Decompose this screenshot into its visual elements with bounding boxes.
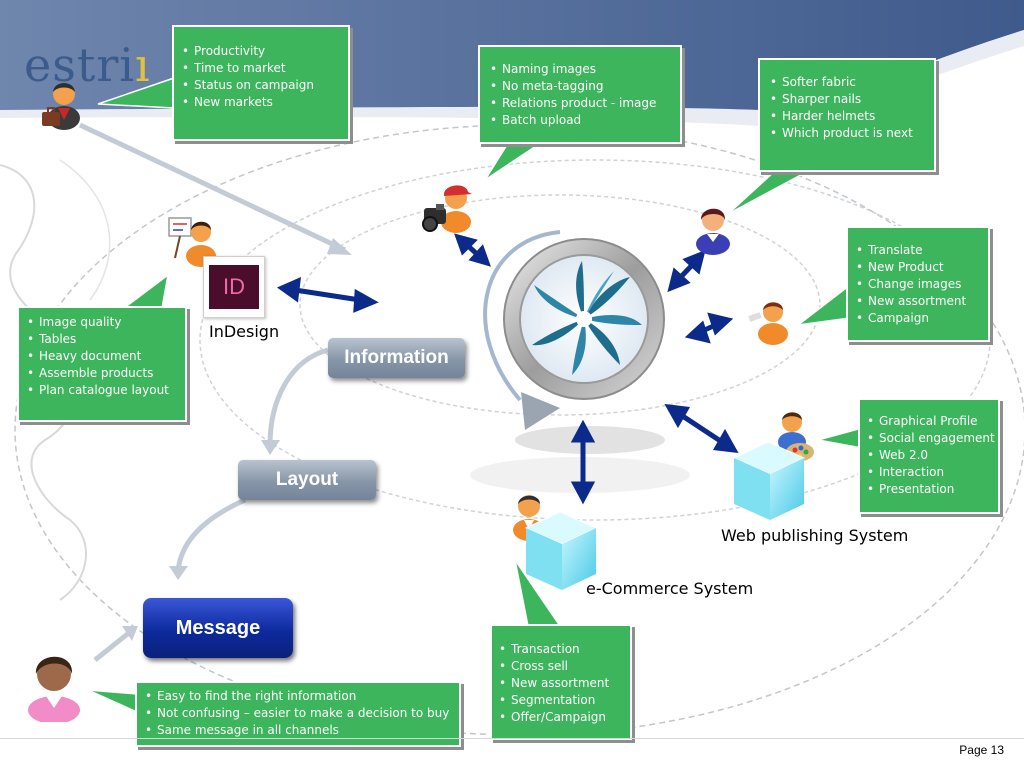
consumer-person-icon [28,656,80,722]
web-artist-callout-item: Interaction [867,464,994,481]
ecommerce-callout-item: New assortment [499,675,626,692]
designer-callout-item: Heavy document [27,348,179,365]
web-artist-callout-item: Social engagement [867,430,995,447]
photographer-callout-item: Batch upload [490,112,672,129]
designer-callout: Image quality Tables Heavy document Asse… [17,306,187,422]
web-publishing-cube-icon[interactable] [730,438,808,524]
message-label: Message [175,617,261,639]
photographer-callout: Naming images No meta-tagging Relations … [478,45,682,144]
web-hub-arrow [664,403,739,454]
layout-label: Layout [275,469,339,490]
ecommerce-callout-item: Cross sell [499,658,626,675]
web-publishing-label: Web publishing System [721,526,909,545]
photographer-callout-item: Naming images [490,61,672,78]
page-number: Page 13 [959,743,1004,757]
photographer-person-icon [422,185,472,233]
product-manager-callout-item: Softer fabric [770,74,926,91]
consumer-callout-item: Not confusing – easier to make a decisio… [145,705,453,722]
translator-callout-item: Change images [856,276,982,293]
photographer-callout-item: No meta-tagging [490,78,672,95]
product-manager-hub-arrow [667,249,706,293]
consumer-callout-item: Easy to find the right information [145,688,453,705]
central-hub-icon[interactable] [500,235,668,403]
translator-callout-item: New Product [856,259,982,276]
translator-person-icon [748,302,788,345]
information-button[interactable]: Information [328,338,465,378]
translator-callout-item: Translate [856,242,982,259]
indesign-hub-arrow [276,276,379,313]
product-manager-callout-item: Which product is next [770,125,926,142]
middle-ellipse [199,159,991,521]
web-artist-callout-item: Graphical Profile [867,413,994,430]
brand-logo-accent: ı [135,38,151,92]
photographer-callout-item: Relations product - image [490,95,672,112]
manager-callout-item: Time to market [182,60,340,77]
web-artist-callout-item: Web 2.0 [867,447,994,464]
translator-callout-item: New assortment [856,293,982,310]
message-button[interactable]: Message [143,598,293,658]
indesign-label: InDesign [209,322,280,341]
product-manager-person-icon [696,208,730,255]
designer-callout-item: Image quality [27,314,179,331]
product-manager-callout-item: Sharper nails [770,91,926,108]
designer-callout-item: Plan catalogue layout [27,382,179,399]
indesign-icon[interactable]: ID [203,256,265,318]
indesign-icon-text: ID [223,274,245,299]
designer-person-icon [168,217,216,267]
manager-callout-item: New markets [182,94,340,111]
designer-callout-item: Tables [27,331,179,348]
ecommerce-label: e-Commerce System [586,579,754,598]
inner-ellipse [299,194,821,416]
brand-logo-text: estri [24,38,136,92]
manager-callout: Productivity Time to market Status on ca… [172,25,350,141]
consumer-connector [93,630,132,662]
layout-button[interactable]: Layout [238,460,376,500]
ecommerce-hub-arrow [570,419,596,505]
layout-to-message-connector [175,497,247,573]
info-to-layout-connector [267,347,329,446]
ecommerce-callout-item: Segmentation [499,692,626,709]
manager-callout-item: Status on campaign [182,77,340,94]
manager-connector [78,122,347,253]
manager-callout-item: Productivity [182,43,340,60]
ecommerce-callout-item: Offer/Campaign [499,709,626,726]
ecommerce-callout: Transaction Cross sell New assortment Se… [490,624,632,740]
web-artist-callout: Graphical Profile Social engagement Web … [858,398,1000,514]
ecommerce-callout-item: Transaction [499,641,626,658]
ecommerce-cube-icon[interactable] [522,508,600,594]
indesign-icon-inner: ID [209,265,259,309]
brand-logo: estriı [24,38,151,92]
consumer-callout-item: Same message in all channels [145,722,453,739]
information-label: Information [344,347,449,368]
designer-callout-item: Assemble products [27,365,179,382]
web-artist-callout-item: Presentation [867,481,994,498]
product-manager-callout: Softer fabric Sharper nails Harder helme… [758,58,936,172]
translator-callout-item: Campaign [856,310,982,327]
translator-callout: Translate New Product Change images New … [846,226,990,342]
footer-divider [0,738,1024,739]
product-manager-callout-item: Harder helmets [770,108,926,125]
consumer-callout: Easy to find the right information Not c… [135,681,461,747]
photographer-hub-arrow [454,233,491,267]
translator-hub-arrow [684,312,734,344]
manager-person-icon [42,83,80,130]
